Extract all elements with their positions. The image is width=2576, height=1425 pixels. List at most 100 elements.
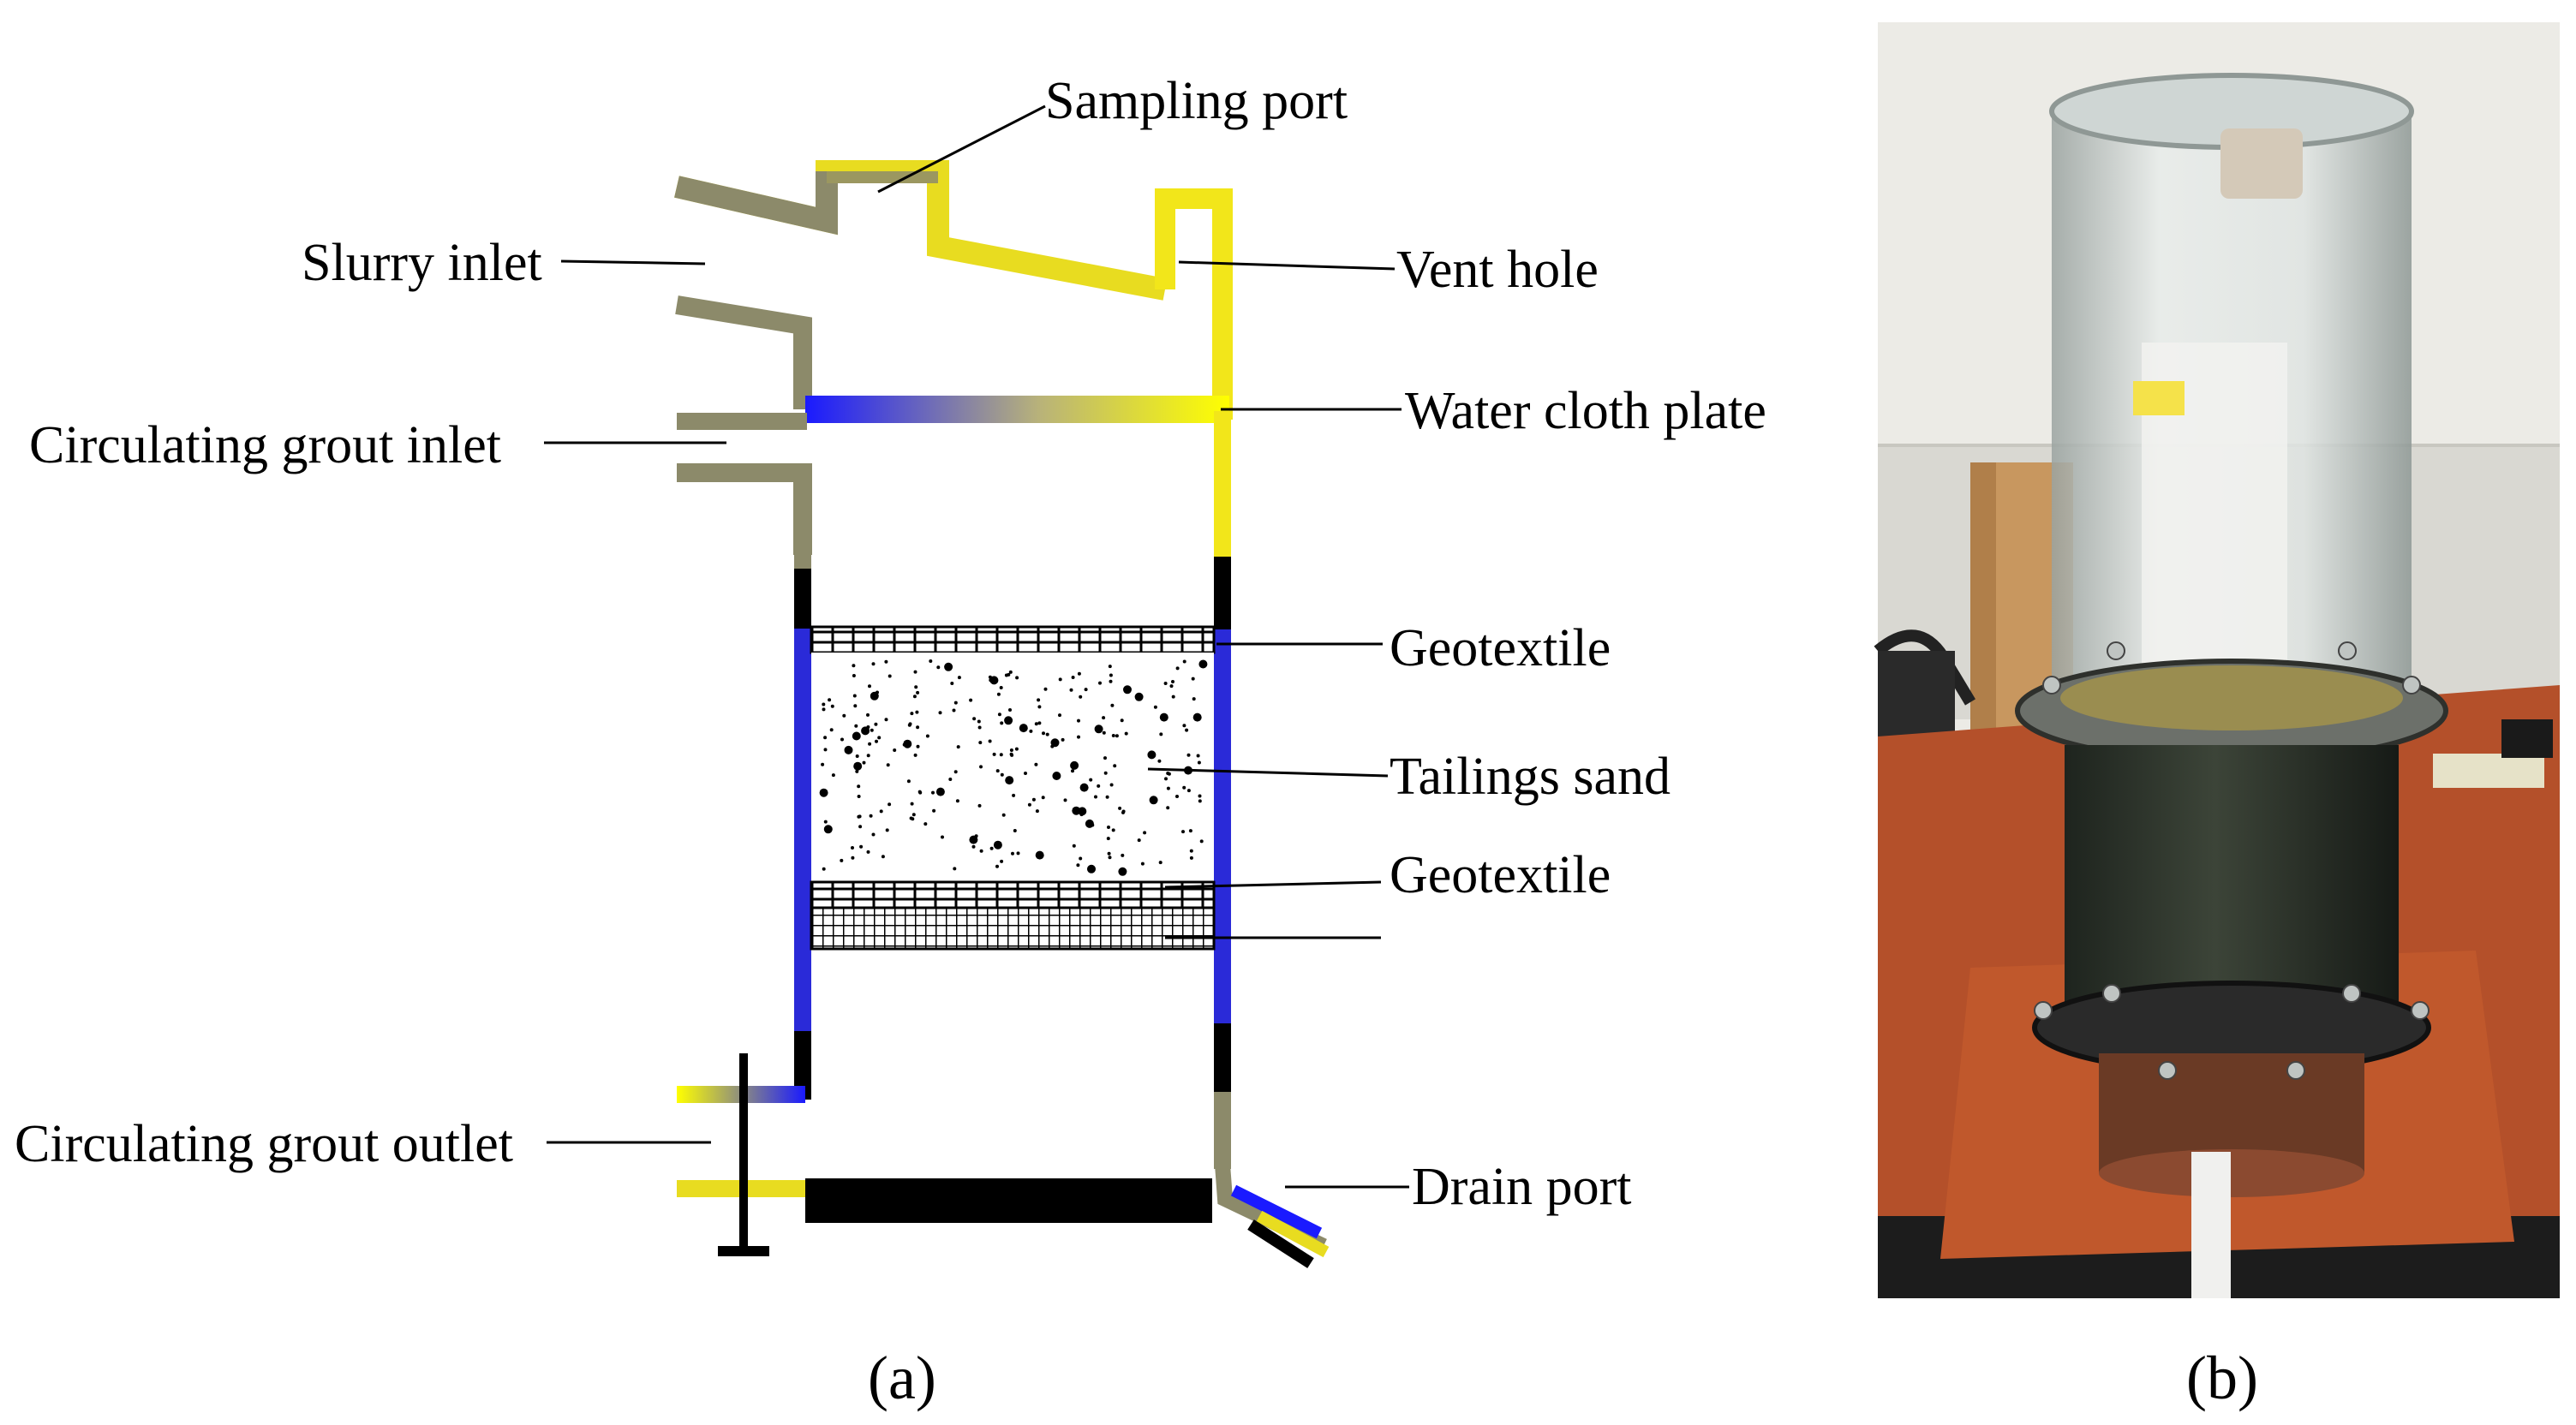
sand-particle [910,802,914,806]
sand-particle [1071,676,1075,679]
sand-particle [969,698,973,702]
sand-particle [859,844,864,849]
sand-particle [866,754,870,758]
sand-particle [829,728,834,732]
sand-particle [910,712,914,716]
sand-particle [1097,784,1101,788]
bolt [2342,984,2361,1003]
sand-particle [923,822,928,826]
sand-particle [1140,862,1145,866]
sand-particle [1089,778,1093,782]
label-tailings-sand: Tailings sand [1390,748,1671,806]
photo-bottom-base [2099,1149,2364,1197]
sand-particle [1111,734,1115,737]
sand-particle [1103,771,1108,775]
sand-particle [1182,785,1186,790]
sand-particle [1171,695,1175,699]
sand-particle [1137,838,1141,843]
sand-particle [1182,659,1186,664]
sand-particle [868,742,872,746]
sand-particle [972,717,977,721]
sand-particle [1037,698,1041,702]
sand-particle [995,769,1000,773]
sand-particle [1072,844,1076,848]
sand-particle [855,769,859,773]
tailings-sand-layer [811,653,1214,882]
photo-bolts [2034,641,2430,1080]
photo-adapter [2501,719,2553,758]
sand-particle [969,835,978,844]
sand-particle [936,665,941,670]
sand-particle [957,676,961,680]
label-circulating-grout-outlet: Circulating grout outlet [15,1115,513,1173]
sampling-port-edge [827,171,938,183]
leader-vent-hole [1178,260,1396,271]
photo-panel [1874,22,2560,1298]
sand-particle [953,701,958,705]
bottom-plate [805,1178,1212,1223]
sand-particle [1196,754,1200,758]
sand-particle [1058,713,1061,718]
sand-particle [1063,798,1067,802]
sand-particle [1015,676,1019,680]
sand-particle [1084,688,1088,692]
sand-particle [935,787,945,796]
sand-particle [868,684,871,689]
sand-particle [1052,772,1061,780]
sand-particle [1197,760,1201,765]
sand-particle [916,690,920,695]
lid-left-olive [674,171,838,236]
sand-particle [948,778,953,781]
sand-particle [857,784,861,789]
bolt [2042,676,2061,695]
photo-sediment [2060,665,2403,730]
bolt [2034,1001,2053,1020]
sand-particle [821,762,825,766]
left-wall-blue [794,629,811,1031]
label-geotextile-top: Geotextile [1390,619,1611,677]
sand-particle [1147,750,1157,760]
sand-particle [1171,680,1174,683]
sand-particle [884,659,888,664]
sand-particle [1118,806,1122,810]
sand-particle [1042,731,1045,736]
sand-particle [1019,724,1028,733]
label-sampling-port: Sampling port [1045,72,1348,130]
sand-particle [823,825,833,834]
photo-dark-cylinder [2065,745,2399,1019]
label-drain-port: Drain port [1412,1158,1632,1216]
sand-particle [1111,828,1115,832]
sand-particle [874,722,878,726]
sand-particle [1108,665,1112,669]
sand-particle [1037,705,1042,709]
sand-particle [907,723,911,727]
sand-particle [1009,748,1013,752]
sand-particle [1191,677,1195,681]
sand-particle [866,725,870,729]
lid-sampling-port [674,160,1168,301]
sand-particle [1094,795,1097,799]
sand-particle [1035,809,1039,814]
sand-particle [1000,859,1004,863]
left-wall-olive [794,548,811,569]
sand-particle [854,724,858,728]
bolt [2158,1061,2177,1080]
sand-particle [1105,795,1109,799]
inlet-upper-wall [677,413,807,430]
sand-particle [1087,864,1096,873]
sand-particle [877,736,882,740]
sand-particle [925,734,929,738]
sand-particle [1175,795,1179,798]
sand-particle [842,713,846,718]
sand-particle [1014,747,1019,751]
sand-particle [861,726,870,736]
sand-particle [914,685,918,689]
sand-particle [1185,728,1189,732]
photo-yellow-tag [2133,381,2185,415]
sand-particle [871,832,876,837]
sand-particle [851,846,854,850]
leader-geotextile-bottom [1164,880,1382,889]
caption-a: (a) [868,1344,936,1412]
sand-particle [1037,721,1042,725]
sand-particle [866,712,870,717]
